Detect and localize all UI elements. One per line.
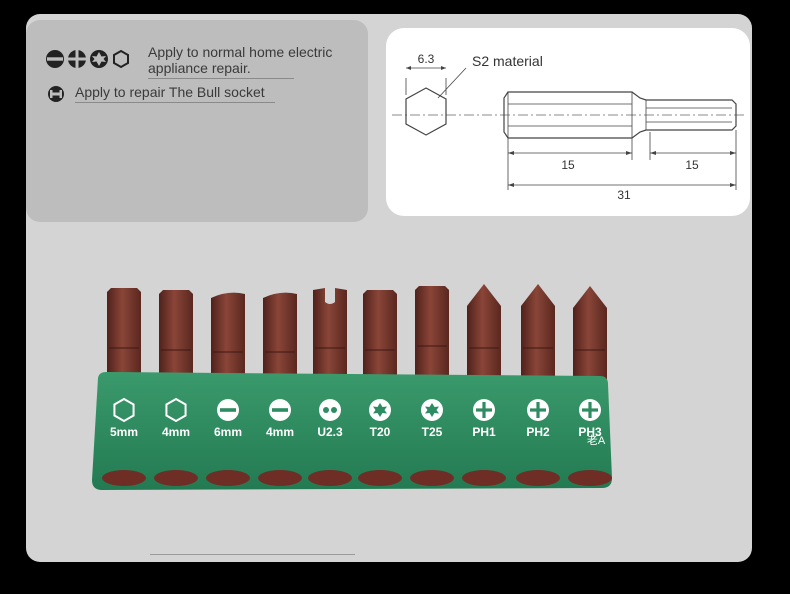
dim-seg1-label: 15 [561,158,575,172]
bit-10 [573,286,607,380]
appliance-text-line1: Apply to normal home electric [148,44,333,60]
phillips-icon [579,399,601,421]
bit-shape [107,288,141,380]
bit-9 [521,284,555,380]
hex-icon [165,397,187,423]
dim-total-label: 31 [617,188,631,202]
torx-icon [369,399,391,421]
phillips-icon [527,399,549,421]
footer-divider [150,554,355,555]
bit-6 [363,290,397,380]
bit-shape [211,292,245,380]
bit-socket [308,470,352,486]
bit-shape [415,286,449,380]
bit-socket [154,470,198,486]
bit-socket [258,470,302,486]
hex-icon [113,397,135,423]
slot-icon [269,399,291,421]
bit-1 [107,288,141,380]
bit-socket [358,470,402,486]
bit-3 [211,292,245,380]
bit-size-label: 4mm [162,425,190,439]
bit-size-label: PH2 [526,425,550,439]
bit-shape [263,292,297,380]
bit-size-label: T20 [370,425,391,439]
bit-socket [568,470,612,486]
u-socket-icon [48,86,64,102]
bit-shape [159,290,193,380]
bit-socket [102,470,146,486]
bit-size-label: U2.3 [317,425,343,439]
bit-shape [573,286,607,380]
dim-width-label: 6.3 [418,52,435,66]
appliance-text: Apply to normal home electric appliance … [148,44,332,79]
bit-type-icons [44,48,140,70]
brand-mark: 老A [587,434,606,447]
bit-shape [467,284,501,380]
slot-icon [217,399,239,421]
bit-socket [410,470,454,486]
bit-size-label: PH1 [472,425,496,439]
bit-2 [159,290,193,380]
bit-5 [313,288,347,380]
bit-socket [462,470,506,486]
technical-drawing: 6.3 S2 material 15 15 31 [386,28,750,216]
info-row-socket: Apply to repair The Bull socket [46,84,275,103]
bit-shape [521,284,555,380]
bit-shape [363,290,397,380]
info-row-appliance: Apply to normal home electric appliance … [44,44,332,79]
socket-text: Apply to repair The Bull socket [75,84,275,103]
bit-size-label: T25 [422,425,443,439]
phillips-icon [473,399,495,421]
bit-dimension-diagram: 6.3 S2 material 15 15 31 [392,52,746,202]
dim-seg2-label: 15 [685,158,699,172]
bits-layer [107,284,607,380]
bit-socket [206,470,250,486]
appliance-text-line2: appliance repair. [148,60,294,79]
bit-8 [467,284,501,380]
bit-size-label: PH3 [578,425,602,439]
bit-size-label: 4mm [266,425,294,439]
bit-size-label: 5mm [110,425,138,439]
sockets-layer [102,470,612,486]
bit-socket [516,470,560,486]
bit-7 [415,286,449,380]
material-label: S2 material [472,53,543,69]
labels-layer: 5mm 4mm 6mm 4mm U2.3 T20 T25 PH1 PH2 PH3 [110,397,602,439]
info-panel: Apply to normal home electric appliance … [26,20,368,222]
torx-icon [421,399,443,421]
screw-head-icons [46,49,129,69]
u-icon [319,399,341,421]
bit-4 [263,292,297,380]
bit-shape [313,288,347,380]
bit-size-label: 6mm [214,425,242,439]
